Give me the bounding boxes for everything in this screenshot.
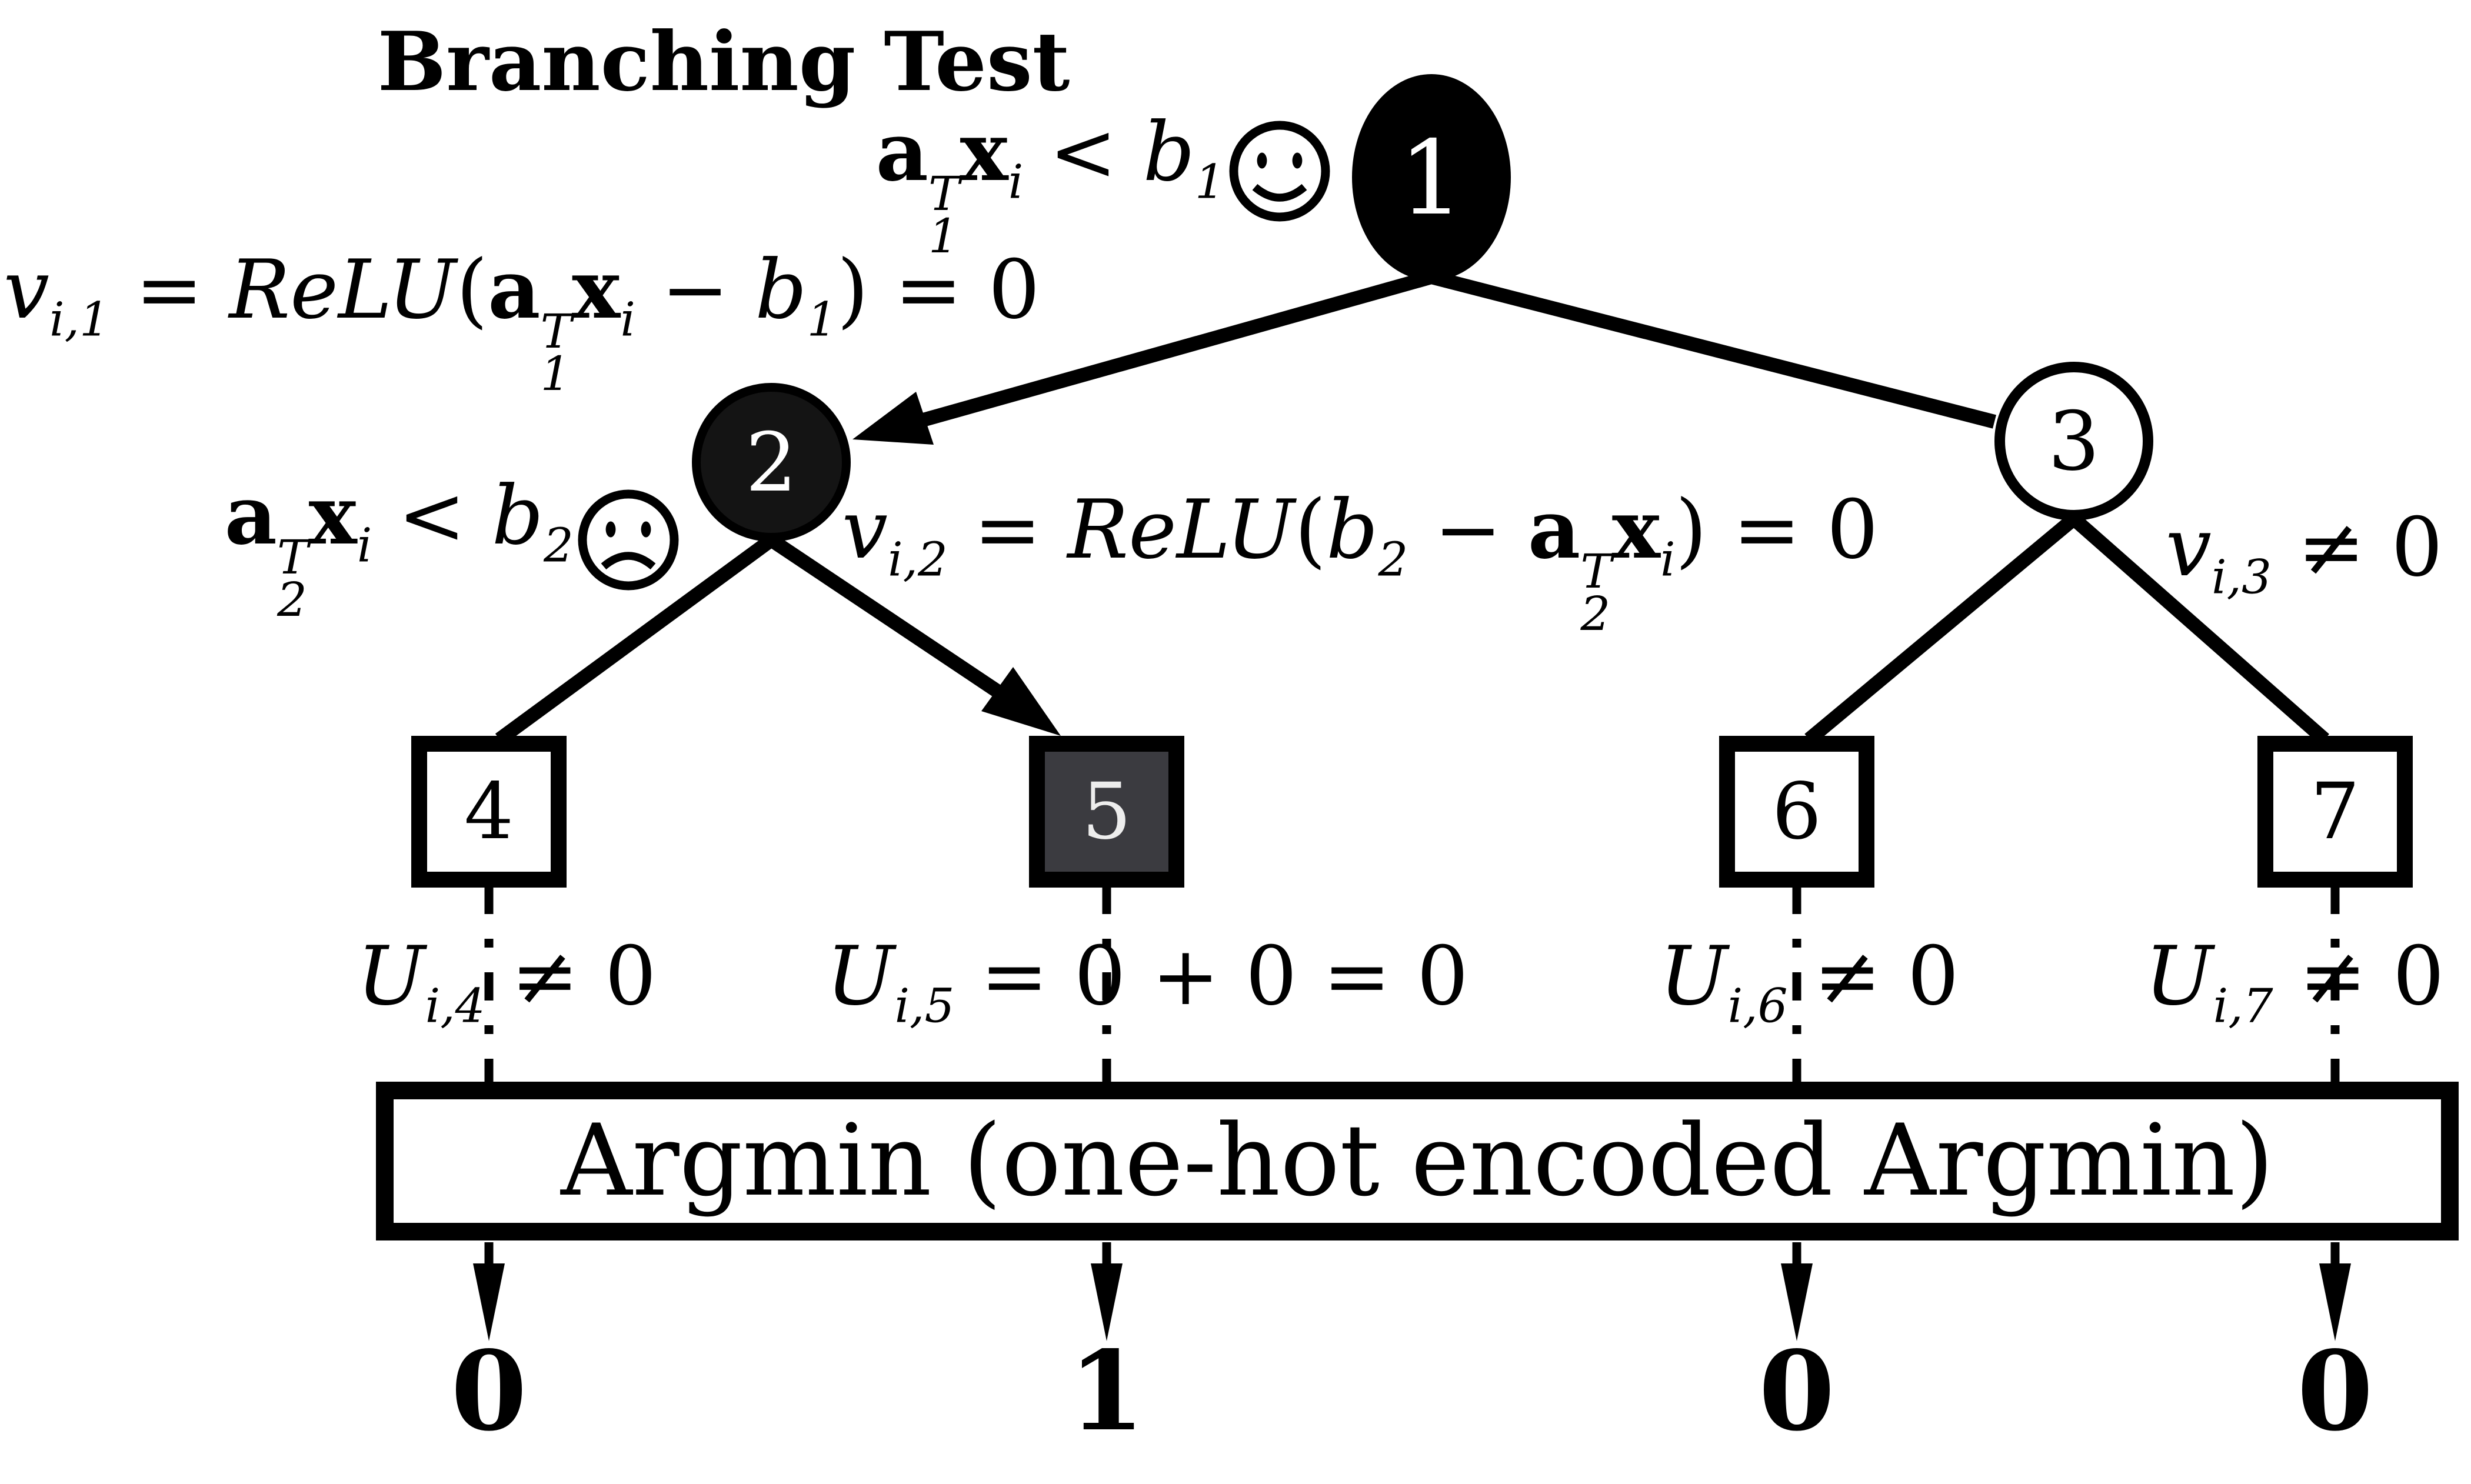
tree-node-1-label: 1 <box>1398 117 1464 238</box>
output-value-1: 0 <box>451 1327 527 1456</box>
argmin-layer-label: Argmin (one-hot encoded Argmin) <box>561 1103 2274 1219</box>
edge-node1-node3 <box>1430 270 1996 429</box>
output-arrow-3-icon <box>1781 1242 1813 1341</box>
output-value-4: 0 <box>2297 1327 2373 1456</box>
smiley-face-icon <box>1229 121 1330 222</box>
output-arrow-4-icon <box>2319 1242 2351 1341</box>
figure-title: Branching Test <box>377 14 1070 109</box>
output-arrow-1-icon <box>473 1242 505 1341</box>
u6-equation: Ui,6 ≠ 0 <box>1659 928 1959 1035</box>
u7-equation: Ui,7 ≠ 0 <box>2144 928 2445 1035</box>
tree-leaf-5-label: 5 <box>1082 766 1131 857</box>
u5-equation: Ui,5 = 0 + 0 = 0 <box>826 928 1468 1035</box>
edge-node1-node2 <box>921 270 1434 427</box>
tree-leaf-6-label: 6 <box>1772 766 1821 857</box>
v3-nonzero-equation: vi,3 ≠ 0 <box>2166 499 2443 606</box>
output-value-2: 1 <box>1068 1327 1145 1456</box>
tree-node-3: 3 <box>1994 362 2153 521</box>
arrowhead-into-node2-icon <box>852 392 934 445</box>
tree-node-2: 2 <box>692 383 851 542</box>
arrowhead-into-leaf5-icon <box>981 667 1061 736</box>
tree-node-3-label: 3 <box>2048 393 2100 489</box>
output-value-3: 0 <box>1759 1327 1835 1456</box>
tree-leaf-4-label: 4 <box>464 766 514 857</box>
edge-node3-leaf7 <box>2069 513 2329 745</box>
argmin-layer-box: Argmin (one-hot encoded Argmin) <box>376 1082 2459 1240</box>
u4-equation: Ui,4 ≠ 0 <box>357 928 657 1035</box>
tree-leaf-7-label: 7 <box>2310 766 2360 857</box>
tree-node-1: 1 <box>1352 74 1511 281</box>
tree-leaf-6: 6 <box>1719 736 1874 888</box>
tree-leaf-5-selected: 5 <box>1029 736 1184 888</box>
tree-node-2-label: 2 <box>745 415 797 510</box>
frowny-face-icon <box>578 489 679 591</box>
tree-leaf-4: 4 <box>411 736 567 888</box>
output-arrow-2-icon <box>1091 1242 1123 1341</box>
edge-node2-leaf5 <box>767 534 1005 699</box>
edge-node3-leaf6 <box>1804 513 2079 745</box>
tree-leaf-7: 7 <box>2257 736 2413 888</box>
edge-node2-leaf4 <box>495 534 776 745</box>
